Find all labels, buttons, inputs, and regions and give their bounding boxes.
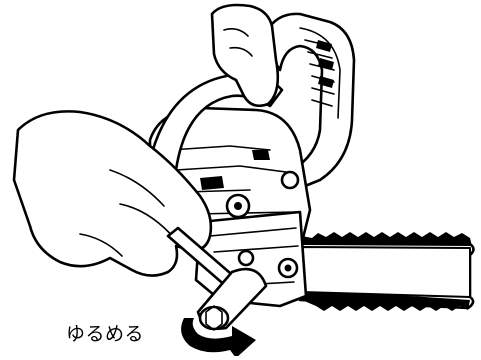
guide-bar <box>300 232 474 311</box>
loosen-label: ゆるめる <box>66 319 144 346</box>
